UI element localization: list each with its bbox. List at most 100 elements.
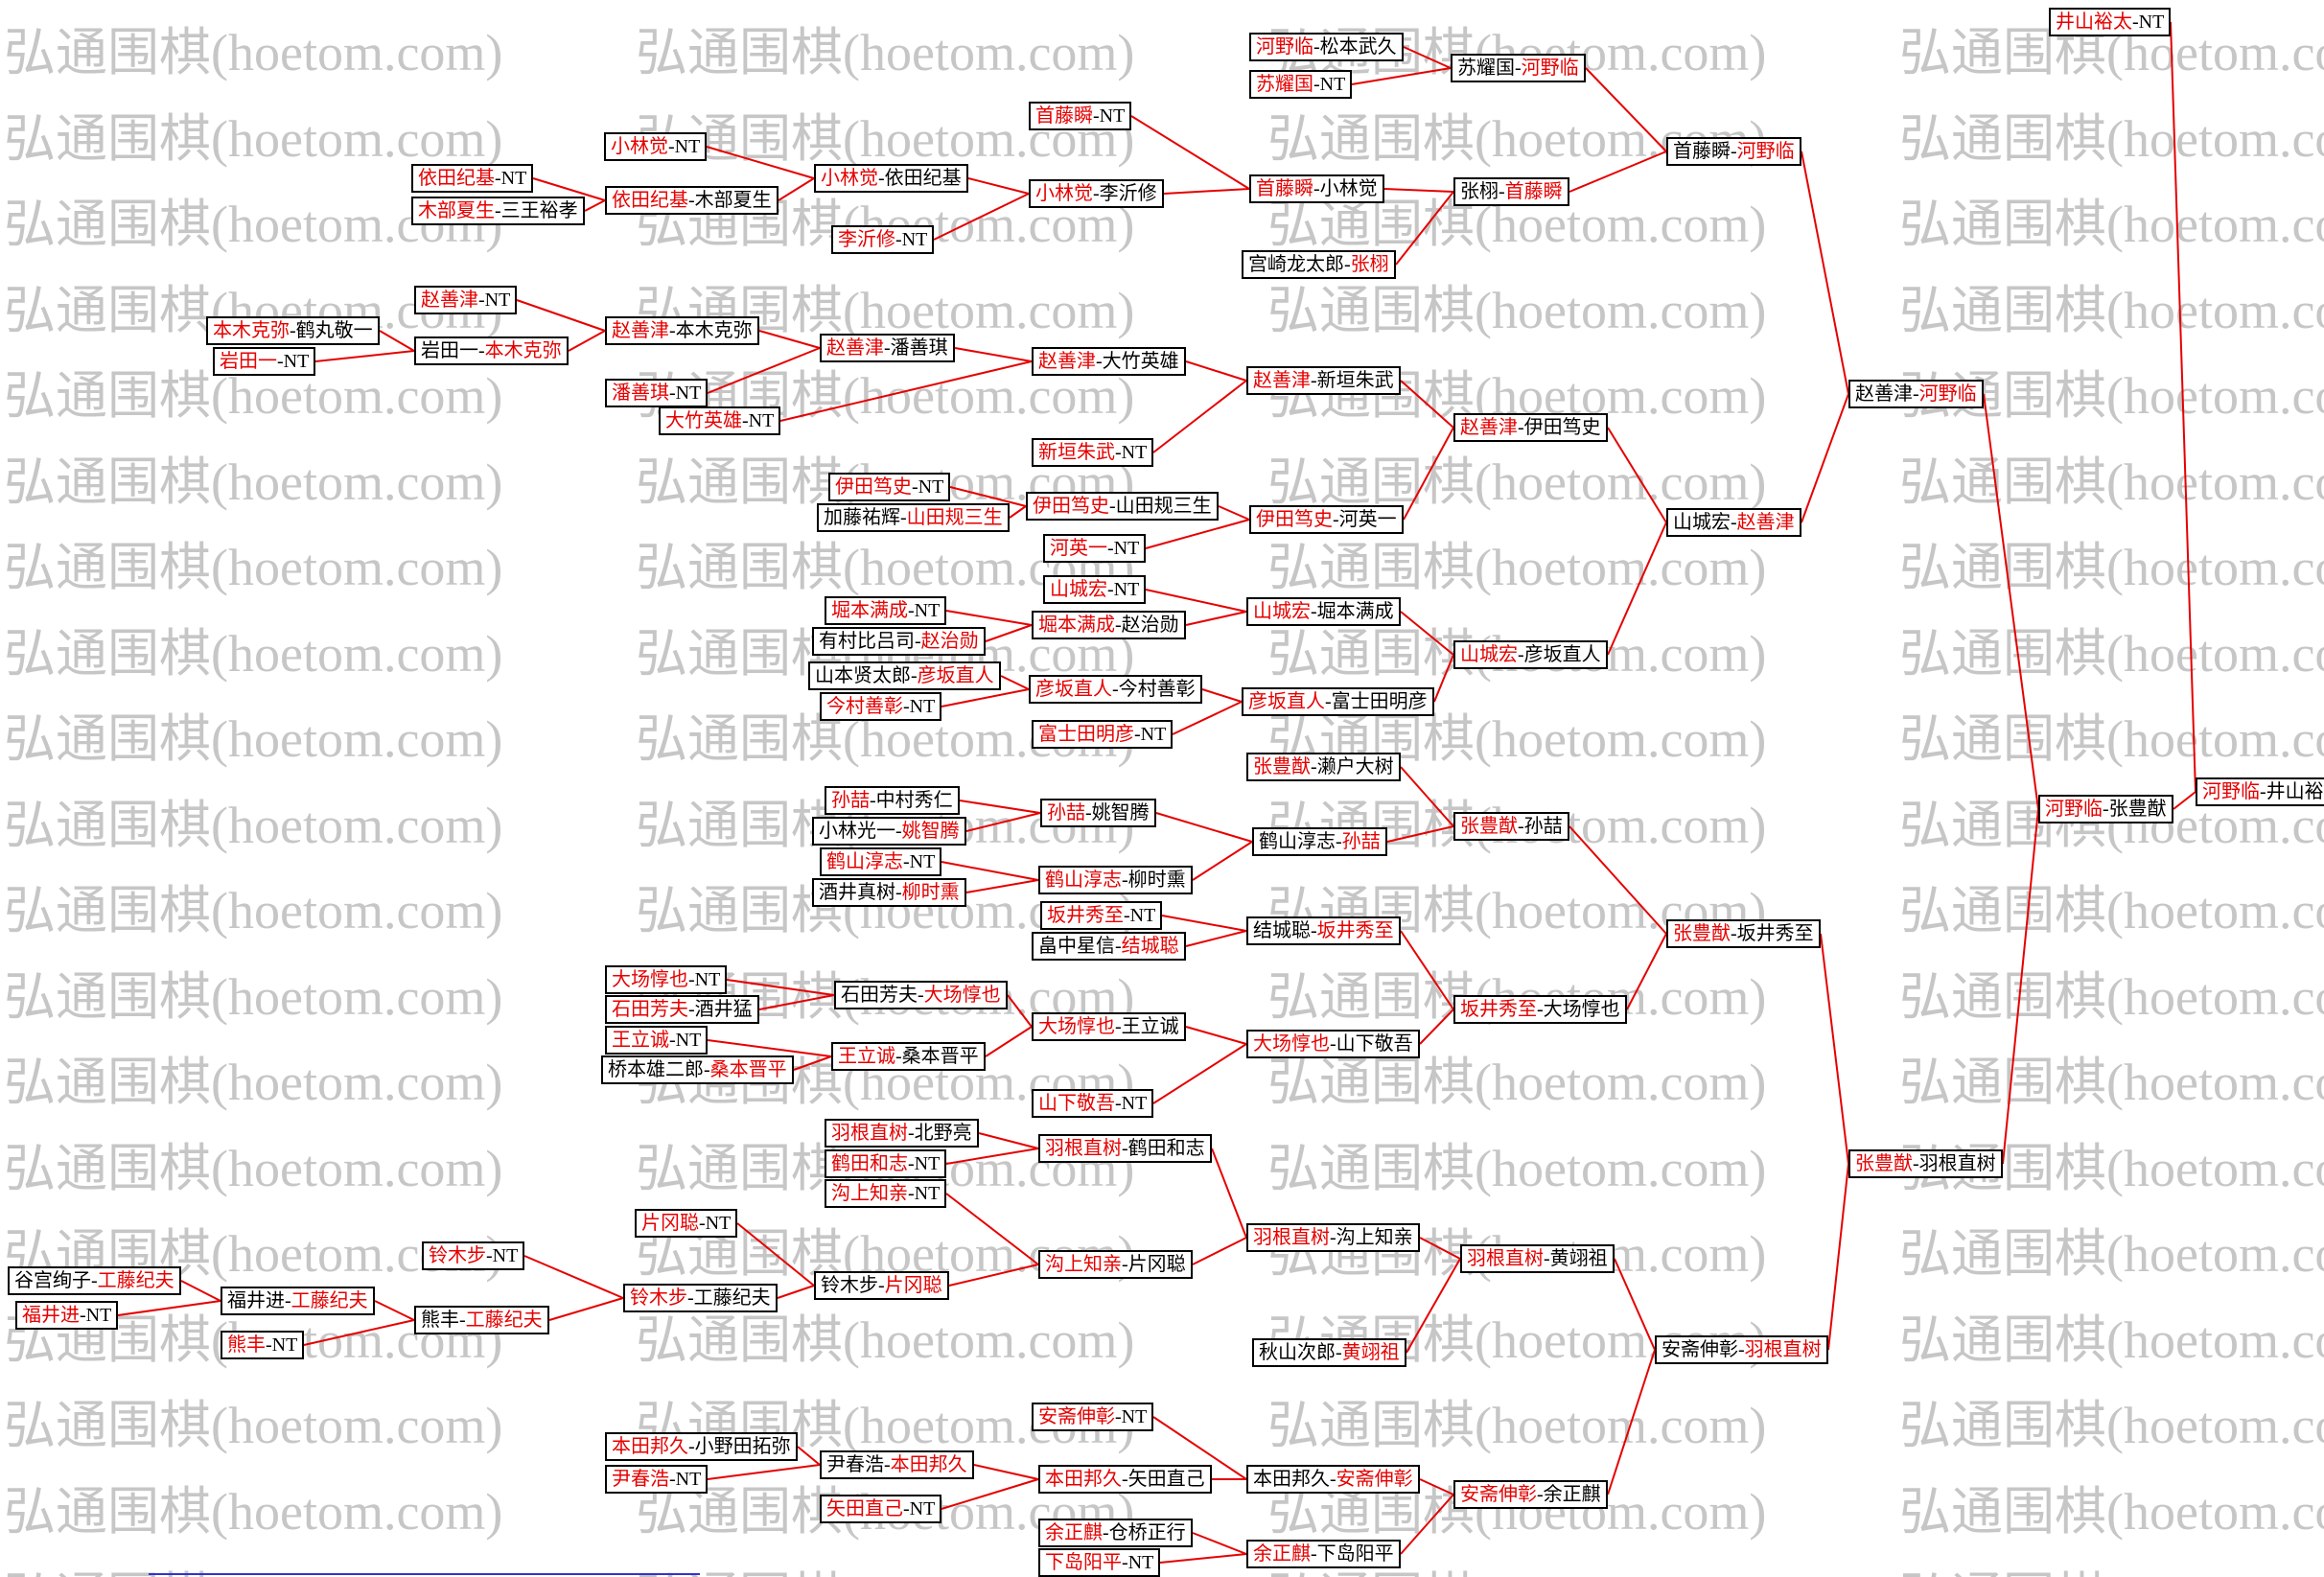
match-box: 铃木步-工藤纪夫 bbox=[623, 1284, 778, 1312]
connector-line bbox=[1607, 427, 1667, 523]
winner-name: 结城聪 bbox=[1121, 936, 1179, 957]
winner-name: 河野临 bbox=[1736, 141, 1795, 162]
player-name: 加藤祐辉- bbox=[824, 507, 907, 528]
player-name: -大场惇也 bbox=[1537, 999, 1620, 1020]
connector-line bbox=[379, 330, 415, 352]
connector-line bbox=[1386, 825, 1454, 843]
match-box: 桥本雄二郎-桑本晋平 bbox=[601, 1055, 794, 1084]
player-name: -坂井秀至 bbox=[1731, 923, 1814, 944]
player-name: -张豊猷 bbox=[2103, 799, 2167, 820]
connector-line bbox=[948, 1264, 1039, 1287]
winner-name: 安斋伸彰 bbox=[1336, 1469, 1413, 1490]
connector-line bbox=[758, 330, 821, 349]
player-name: 山本贤太郎- bbox=[815, 665, 918, 686]
player-name: -松本武久 bbox=[1313, 36, 1397, 58]
connector-line bbox=[1820, 933, 1849, 1165]
match-box: 岩田一-本木克弥 bbox=[414, 336, 569, 365]
player-name: -NT bbox=[908, 600, 941, 621]
player-name: -柳时熏 bbox=[1122, 870, 1186, 891]
winner-name: 赵善津 bbox=[1253, 370, 1311, 391]
winner-name: 铃木步 bbox=[429, 1245, 486, 1266]
player-name: -NT bbox=[908, 1183, 941, 1204]
match-box: 河野临-松本武久 bbox=[1249, 33, 1404, 61]
winner-name: 赵善津 bbox=[1038, 351, 1096, 372]
winner-name: 工藤纪夫 bbox=[465, 1310, 543, 1331]
player-name: -NT bbox=[2132, 12, 2165, 33]
connector-line bbox=[1801, 151, 1849, 395]
winner-name: 赵治勋 bbox=[920, 631, 979, 652]
match-box: 孙喆-姚智腾 bbox=[1040, 799, 1156, 827]
connector-line bbox=[1211, 1148, 1247, 1239]
winner-name: 苏耀国 bbox=[1256, 74, 1313, 95]
player-name: -NT bbox=[1115, 1406, 1148, 1427]
match-box: 张豊猷-羽根直树 bbox=[1848, 1149, 2003, 1178]
connector-line bbox=[516, 299, 606, 332]
winner-name: 羽根直树 bbox=[1467, 1248, 1544, 1269]
winner-name: 依田纪基 bbox=[612, 190, 688, 211]
connector-line bbox=[314, 350, 415, 362]
connector-line bbox=[1185, 930, 1247, 947]
connector-line bbox=[758, 994, 835, 1010]
connector-line bbox=[1007, 994, 1033, 1028]
watermark-text: 弘通围棋(hoetom.com) bbox=[4, 1482, 503, 1541]
connector-line bbox=[778, 177, 815, 201]
watermark-text: 弘通围棋(hoetom.com) bbox=[1899, 109, 2324, 168]
connector-line bbox=[945, 1148, 1039, 1165]
player-name: -鹤丸敬一 bbox=[290, 320, 373, 341]
match-box: 伊田笃史-山田规三生 bbox=[1026, 492, 1219, 521]
winner-name: 安斋伸彰 bbox=[1038, 1406, 1115, 1427]
match-box: 堀本满成-赵治勋 bbox=[1032, 611, 1186, 639]
player-name: 石田芳夫- bbox=[841, 985, 924, 1006]
winner-name: 羽根直树 bbox=[1045, 1138, 1122, 1159]
match-box: 酒井真树-柳时熏 bbox=[812, 878, 966, 907]
connector-line bbox=[933, 193, 1030, 241]
connector-line bbox=[303, 1319, 415, 1346]
connector-line bbox=[779, 360, 1033, 422]
player-name: -NT bbox=[699, 1213, 732, 1234]
player-name: 山城宏- bbox=[1673, 512, 1737, 533]
winner-name: 张豊猷 bbox=[1855, 1153, 1913, 1174]
connector-line bbox=[985, 624, 1033, 642]
match-box: 山下敬吾-NT bbox=[1032, 1089, 1154, 1118]
match-box: 沟上知亲-NT bbox=[825, 1179, 947, 1208]
winner-name: 沟上知亲 bbox=[831, 1183, 908, 1204]
match-box: 大场惇也-NT bbox=[605, 965, 728, 994]
winner-name: 赵善津 bbox=[1736, 512, 1795, 533]
connector-line bbox=[1383, 188, 1454, 193]
player-name: -羽根直树 bbox=[1913, 1153, 1996, 1174]
player-name: 张栩- bbox=[1460, 181, 1505, 202]
winner-name: 熊丰 bbox=[227, 1334, 266, 1356]
connector-line bbox=[1192, 841, 1253, 881]
connector-line bbox=[1400, 930, 1454, 1010]
connector-line bbox=[965, 812, 1041, 832]
watermark-text: 弘通围棋(hoetom.com) bbox=[4, 452, 503, 511]
match-box: 首藤瞬-小林觉 bbox=[1249, 174, 1384, 203]
match-box: 余正麒-仓桥正行 bbox=[1038, 1519, 1193, 1547]
watermark-text: 弘通围棋(hoetom.com) bbox=[1899, 1225, 2324, 1283]
winner-name: 羽根直树 bbox=[1744, 1339, 1822, 1360]
player-name: 桥本雄二郎- bbox=[608, 1059, 710, 1080]
player-name: -NT bbox=[1122, 1552, 1154, 1573]
match-box: 孙喆-中村秀仁 bbox=[825, 786, 960, 815]
match-box: 依田纪基-木部夏生 bbox=[605, 186, 779, 215]
connector-line bbox=[1145, 519, 1250, 549]
watermark-text: 弘通围棋(hoetom.com) bbox=[1899, 1397, 2324, 1454]
winner-name: 坂井秀至 bbox=[1460, 999, 1537, 1020]
match-box: 潘善琪-NT bbox=[605, 379, 709, 407]
player-name: -NT bbox=[1093, 105, 1126, 127]
connector-line bbox=[1400, 1494, 1454, 1555]
player-name: -伊田笃史 bbox=[1518, 417, 1601, 438]
winner-name: 本田邦久 bbox=[612, 1436, 688, 1457]
match-box: 尹春浩-NT bbox=[605, 1465, 709, 1494]
connector-line bbox=[1403, 46, 1452, 69]
watermark-text: 弘通围棋(hoetom.com) bbox=[4, 624, 503, 683]
player-name: 安斋伸彰- bbox=[1662, 1339, 1745, 1360]
match-box: 本田邦久-安斋伸彰 bbox=[1246, 1465, 1420, 1494]
winner-name: 首藤瞬 bbox=[1035, 105, 1093, 127]
connector-line bbox=[1406, 1258, 1461, 1354]
player-name: -下岛阳平 bbox=[1311, 1543, 1394, 1565]
match-box: 畠中星信-结城聪 bbox=[1032, 932, 1186, 961]
connector-line bbox=[973, 1464, 1039, 1480]
player-name: 酒井真树- bbox=[819, 882, 902, 903]
match-box: 张豊猷-孙喆 bbox=[1453, 812, 1569, 841]
